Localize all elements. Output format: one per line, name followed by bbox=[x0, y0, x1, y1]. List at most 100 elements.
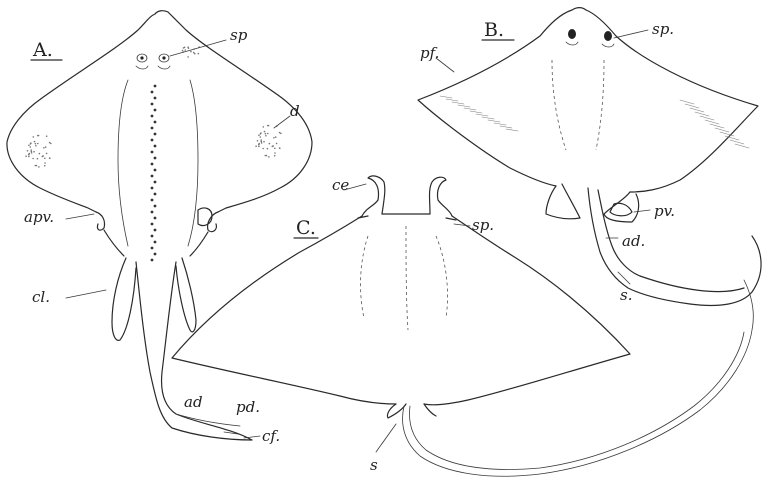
panel-c-left-cephalic-fin bbox=[362, 176, 385, 216]
panel-b-left-pelvic bbox=[546, 184, 580, 219]
stipple-dot bbox=[30, 149, 32, 151]
stipple-dot bbox=[49, 142, 51, 144]
hatch-stroke bbox=[464, 108, 476, 110]
stipple-dot bbox=[183, 47, 185, 49]
stipple-dot bbox=[30, 146, 32, 148]
stipple-dot bbox=[27, 150, 29, 152]
stipple-dot bbox=[268, 156, 270, 158]
dorsal-thorn bbox=[154, 241, 157, 244]
stipple-dot bbox=[45, 146, 47, 148]
panel-b-disc-outline bbox=[418, 8, 758, 192]
stipple-dot bbox=[257, 140, 259, 142]
panel-a-spine-row bbox=[151, 85, 157, 262]
panel-b-caption: B. bbox=[484, 19, 504, 41]
panel-a-stipple-left bbox=[25, 46, 200, 167]
stipple-dot bbox=[182, 50, 184, 52]
panel-c: C. ce sp. s bbox=[172, 176, 753, 476]
dorsal-thorn bbox=[151, 151, 154, 154]
stipple-dot bbox=[267, 148, 269, 150]
label-c-sp: sp. bbox=[472, 216, 494, 234]
stipple-dot bbox=[273, 137, 275, 139]
stipple-dot bbox=[34, 141, 36, 143]
hatch-stroke bbox=[700, 116, 714, 120]
label-a-cf: cf. bbox=[262, 427, 280, 445]
dorsal-thorn bbox=[151, 235, 154, 238]
dorsal-thorn bbox=[154, 229, 157, 232]
panel-b-eyes bbox=[566, 29, 614, 47]
stipple-dot bbox=[187, 56, 189, 58]
stipple-dot bbox=[258, 143, 260, 145]
stipple-dot bbox=[36, 165, 38, 167]
panel-a-right-clasper bbox=[176, 258, 196, 332]
panel-a-pelvic-flap bbox=[198, 208, 212, 226]
stipple-dot bbox=[42, 156, 44, 158]
dorsal-thorn bbox=[151, 187, 154, 190]
dorsal-thorn bbox=[151, 259, 154, 262]
stipple-dot bbox=[32, 158, 34, 160]
panel-b-sp-leader bbox=[614, 30, 648, 38]
dorsal-thorn bbox=[154, 205, 157, 208]
hatch-stroke bbox=[715, 128, 729, 132]
dorsal-thorn bbox=[151, 175, 154, 178]
panel-a-tail bbox=[136, 262, 252, 440]
stipple-dot bbox=[28, 145, 30, 147]
dorsal-thorn bbox=[154, 85, 157, 88]
stipple-dot bbox=[33, 136, 35, 138]
stipple-dot bbox=[44, 165, 46, 167]
dorsal-thorn bbox=[154, 169, 157, 172]
label-a-d: d bbox=[290, 102, 300, 120]
label-a-ad: ad bbox=[184, 393, 203, 411]
stipple-dot bbox=[274, 152, 276, 154]
label-b-sp: sp. bbox=[652, 20, 674, 38]
dorsal-thorn bbox=[151, 127, 154, 130]
panel-a-d-leader bbox=[274, 116, 290, 128]
hatch-stroke bbox=[488, 120, 500, 122]
panel-c-s-leader bbox=[376, 424, 396, 452]
stipple-dot bbox=[260, 132, 262, 134]
stipple-dot bbox=[187, 46, 189, 48]
dorsal-thorn bbox=[151, 139, 154, 142]
panel-a-stipple-right bbox=[255, 125, 281, 158]
panel-c-right-cephalic-fin bbox=[430, 177, 453, 216]
panel-c-internal-left bbox=[361, 236, 368, 318]
stipple-dot bbox=[190, 51, 192, 53]
stipple-dot bbox=[265, 135, 267, 137]
dorsal-thorn bbox=[154, 109, 157, 112]
dorsal-thorn bbox=[154, 157, 157, 160]
panel-c-tail bbox=[403, 280, 754, 476]
stipple-dot bbox=[37, 158, 39, 160]
dorsal-thorn bbox=[151, 223, 154, 226]
stipple-dot bbox=[279, 148, 281, 150]
stipple-dot bbox=[28, 156, 30, 158]
stipple-dot bbox=[269, 143, 271, 145]
dorsal-thorn bbox=[154, 217, 157, 220]
dorsal-thorn bbox=[151, 163, 154, 166]
stipple-dot bbox=[260, 139, 262, 141]
stipple-dot bbox=[184, 49, 186, 51]
panel-c-sp-leader bbox=[454, 224, 470, 226]
stipple-dot bbox=[33, 151, 35, 153]
dorsal-thorn bbox=[151, 115, 154, 118]
hatch-stroke bbox=[705, 120, 719, 124]
label-b-pf: pf. bbox=[420, 44, 439, 62]
hatch-stroke bbox=[452, 102, 464, 104]
panel-c-disc-outline bbox=[172, 216, 630, 405]
label-c-ce: ce bbox=[332, 176, 349, 194]
panel-b-pelvic-inner bbox=[610, 203, 632, 216]
stipple-dot bbox=[46, 153, 48, 155]
stipple-dot bbox=[44, 162, 46, 164]
hatch-stroke bbox=[695, 112, 709, 116]
stipple-dot bbox=[260, 136, 262, 138]
panel-a-caption: A. bbox=[32, 39, 53, 61]
panel-a-cl-leader bbox=[66, 290, 106, 298]
stipple-dot bbox=[35, 143, 37, 145]
stipple-dot bbox=[267, 133, 269, 135]
stipple-dot bbox=[263, 141, 265, 143]
hatch-stroke bbox=[685, 104, 699, 108]
stipple-dot bbox=[274, 148, 276, 150]
panel-c-caption: C. bbox=[296, 217, 316, 239]
stipple-dot bbox=[274, 155, 276, 157]
panel-b-internal-right bbox=[596, 60, 604, 150]
panel-b-right-pelvic bbox=[604, 192, 639, 222]
